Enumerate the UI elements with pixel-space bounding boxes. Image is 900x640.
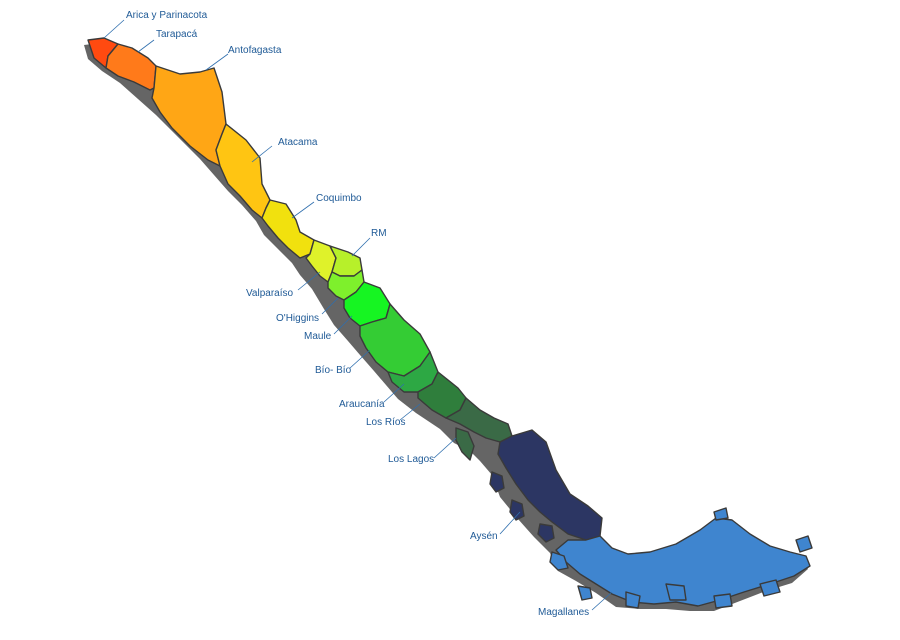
label-arica[interactable]: Arica y Parinacota: [126, 10, 208, 21]
label-antofagasta[interactable]: Antofagasta: [228, 45, 282, 56]
region-losrios[interactable]: [417, 371, 467, 419]
regions-layer: [87, 37, 813, 609]
label-tarapaca[interactable]: Tarapacá: [156, 29, 198, 40]
label-leaders: [103, 19, 613, 611]
region-aysen-island-1[interactable]: [489, 471, 505, 493]
region-aysen[interactable]: [497, 429, 603, 541]
region-atacama[interactable]: [215, 123, 271, 219]
leader-maule: [333, 315, 353, 335]
label-biobio[interactable]: Bío- Bío: [315, 365, 352, 376]
region-labels: Arica y Parinacota Tarapacá Antofagasta …: [126, 10, 589, 618]
leader-aysen: [499, 511, 521, 535]
label-losrios[interactable]: Los Ríos: [366, 417, 405, 428]
region-coquimbo[interactable]: [261, 199, 315, 259]
label-loslagos[interactable]: Los Lagos: [388, 454, 434, 465]
leader-atacama: [251, 145, 273, 163]
region-aysen-island-3[interactable]: [537, 523, 555, 543]
region-biobio[interactable]: [359, 303, 431, 377]
region-magallanes-island-2[interactable]: [577, 585, 593, 601]
leader-ohiggins: [321, 297, 339, 315]
label-atacama[interactable]: Atacama: [278, 137, 318, 148]
leader-arica: [103, 19, 125, 39]
label-magallanes[interactable]: Magallanes: [538, 607, 589, 618]
leader-losrios: [399, 403, 421, 421]
label-rm[interactable]: RM: [371, 228, 387, 239]
leader-rm: [351, 237, 371, 257]
label-ohiggins[interactable]: O'Higgins: [276, 313, 319, 324]
region-aysen-island-2[interactable]: [509, 499, 525, 521]
leader-biobio: [349, 349, 371, 369]
label-maule[interactable]: Maule: [304, 331, 332, 342]
region-magallanes-island-8[interactable]: [713, 507, 729, 521]
leader-tarapaca: [137, 39, 155, 53]
label-coquimbo[interactable]: Coquimbo: [316, 193, 362, 204]
leader-coquimbo: [291, 201, 315, 219]
leader-araucania: [383, 383, 405, 403]
region-tarapaca[interactable]: [105, 43, 157, 91]
label-araucania[interactable]: Araucanía: [339, 399, 385, 410]
region-magallanes-island-7[interactable]: [795, 535, 813, 553]
region-magallanes-island-4[interactable]: [665, 583, 687, 601]
leader-loslagos: [433, 437, 457, 459]
label-aysen[interactable]: Aysén: [470, 531, 498, 542]
region-magallanes-island-3[interactable]: [625, 591, 641, 609]
region-magallanes-island-6[interactable]: [759, 579, 781, 597]
leader-valparaiso: [297, 271, 321, 291]
region-magallanes[interactable]: [555, 517, 811, 607]
region-magallanes-island-5[interactable]: [713, 593, 733, 609]
region-magallanes-island-1[interactable]: [549, 551, 569, 571]
region-loslagos[interactable]: [445, 397, 513, 443]
leader-antofagasta: [205, 53, 229, 71]
region-antofagasta[interactable]: [151, 65, 227, 167]
label-valparaiso[interactable]: Valparaíso: [246, 288, 294, 299]
leader-magallanes: [591, 591, 613, 611]
region-loslagos-chiloe[interactable]: [455, 427, 475, 461]
